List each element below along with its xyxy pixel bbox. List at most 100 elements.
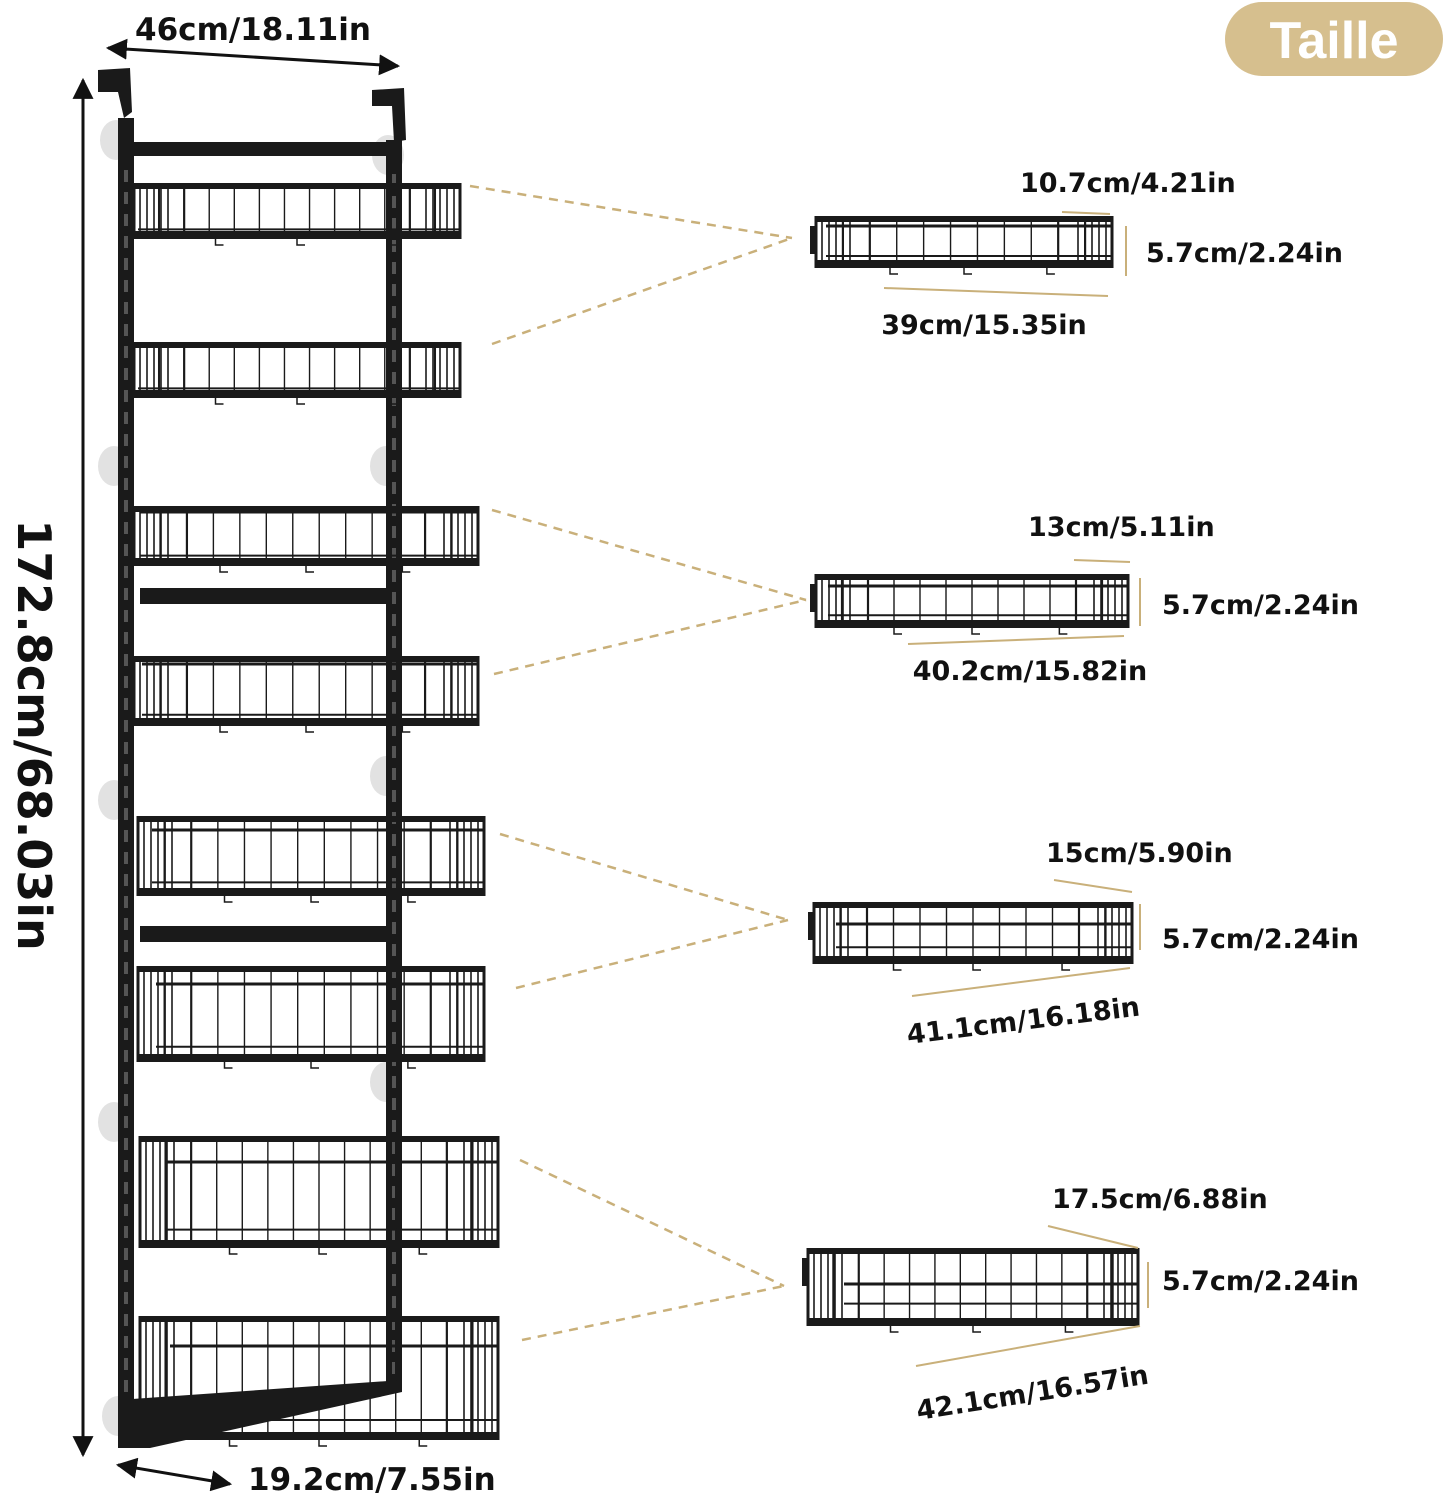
upright-slot: [392, 1362, 396, 1374]
basket-1-length-line: [883, 287, 1109, 297]
basket-detail-2: 13cm/5.11in 5.7cm/2.24in 40.2cm/15.82in: [810, 512, 1359, 687]
basket-hook: [318, 1440, 327, 1447]
basket-1-depth-line: [1061, 211, 1111, 215]
guide-line: [499, 832, 789, 922]
upright-slot: [392, 1164, 396, 1176]
basket-hook: [1046, 268, 1055, 275]
basket-4-length-label: 42.1cm/16.57in: [914, 1360, 1150, 1427]
upright-slot: [392, 284, 396, 296]
upright-slot: [392, 1142, 396, 1154]
basket-hook: [305, 566, 314, 573]
basket-top-rail: [816, 216, 1112, 222]
basket-bottom-rail: [816, 260, 1112, 268]
upright-slot: [124, 390, 128, 402]
basket-hook: [407, 1062, 416, 1069]
basket-hook: [387, 239, 397, 246]
upright-slot: [124, 1314, 128, 1326]
basket-top-rail: [138, 966, 484, 972]
mid-crossbar-2: [140, 926, 392, 942]
basket-bottom-rail: [138, 888, 484, 896]
upright-slot: [124, 544, 128, 556]
upright-slot: [392, 922, 396, 934]
basket-1-height-label: 5.7cm/2.24in: [1146, 238, 1343, 269]
upright-slot: [392, 1296, 396, 1308]
overall-height-dimension: 172.8cm/68.03in: [7, 77, 94, 1458]
basket-hook: [214, 239, 224, 246]
top-crossbar: [124, 142, 396, 156]
upright-slot: [124, 676, 128, 688]
basket-hook: [889, 1326, 899, 1333]
upright-slot: [124, 324, 128, 336]
basket-3-length-line: [911, 967, 1131, 997]
upright-slot: [124, 192, 128, 204]
upright-slot: [392, 900, 396, 912]
basket-hook: [407, 896, 416, 903]
upright-slot: [124, 302, 128, 314]
upright-slot: [124, 1204, 128, 1216]
upright-slot: [124, 522, 128, 534]
upright-slot: [124, 918, 128, 930]
upright-slot: [124, 874, 128, 886]
basket-details: 10.7cm/4.21in 5.7cm/2.24in 39cm/15.35in …: [802, 168, 1359, 1427]
upright-slot: [124, 566, 128, 578]
overall-depth-dimension: 19.2cm/7.55in: [115, 1457, 496, 1498]
basket-bottom-rail: [816, 620, 1128, 628]
upright-slot: [392, 724, 396, 736]
upright-slot: [124, 852, 128, 864]
upright-slot: [392, 438, 396, 450]
upright-slot: [392, 944, 396, 956]
upright-slot: [124, 632, 128, 644]
upright-slot: [392, 548, 396, 560]
basket-hook: [1064, 1326, 1074, 1333]
basket-2-depth-line: [1073, 559, 1131, 563]
upright-slot: [392, 988, 396, 1000]
basket-top-rail: [134, 656, 478, 662]
upright-slot: [392, 240, 396, 252]
basket-hook: [893, 628, 902, 635]
upright-slot: [124, 1138, 128, 1150]
upright-slot: [124, 1226, 128, 1238]
upright-slot: [124, 764, 128, 776]
bottom-bracket: [118, 1380, 402, 1448]
basket-hook: [223, 896, 233, 903]
basket-hook: [228, 1248, 238, 1255]
basket-1-drawing: [810, 216, 1114, 275]
upright-slot: [124, 434, 128, 446]
basket-clip: [808, 912, 814, 940]
upright-slot: [392, 482, 396, 494]
basket-hook: [296, 239, 305, 246]
basket-top-rail: [808, 1248, 1138, 1254]
upright-slot: [124, 1116, 128, 1128]
rack-frame: [98, 68, 406, 1448]
upright-slot: [392, 878, 396, 890]
guide-line: [521, 1284, 785, 1342]
upright-slot: [392, 328, 396, 340]
upright-slot: [124, 896, 128, 908]
upright-slot: [124, 1006, 128, 1018]
upright-slot: [124, 478, 128, 490]
upright-slot: [124, 984, 128, 996]
basket-hook: [387, 398, 397, 405]
basket-4-height-label: 5.7cm/2.24in: [1162, 1266, 1359, 1297]
basket-hook: [219, 726, 228, 733]
upright-slot: [124, 412, 128, 424]
upright-slot: [124, 214, 128, 226]
basket-hook: [1058, 628, 1068, 635]
upright-slot: [124, 654, 128, 666]
basket-4-depth-line: [1047, 1225, 1139, 1249]
basket-1-depth-label: 10.7cm/4.21in: [1020, 168, 1236, 199]
basket-4-length-line: [915, 1325, 1141, 1367]
upright-slot: [124, 610, 128, 622]
upright-slot: [392, 350, 396, 362]
basket-hook: [223, 1062, 233, 1069]
overall-width-label: 46cm/18.11in: [135, 12, 371, 48]
upright-slot: [392, 416, 396, 428]
upright-slots: [124, 170, 396, 1392]
basket-hook: [296, 398, 305, 405]
upright-slot: [392, 636, 396, 648]
basket-bottom-rail: [134, 718, 478, 726]
guide-lines: [469, 184, 807, 1342]
upright-slot: [392, 1318, 396, 1330]
upright-slot: [392, 680, 396, 692]
basket-hook: [219, 566, 228, 573]
